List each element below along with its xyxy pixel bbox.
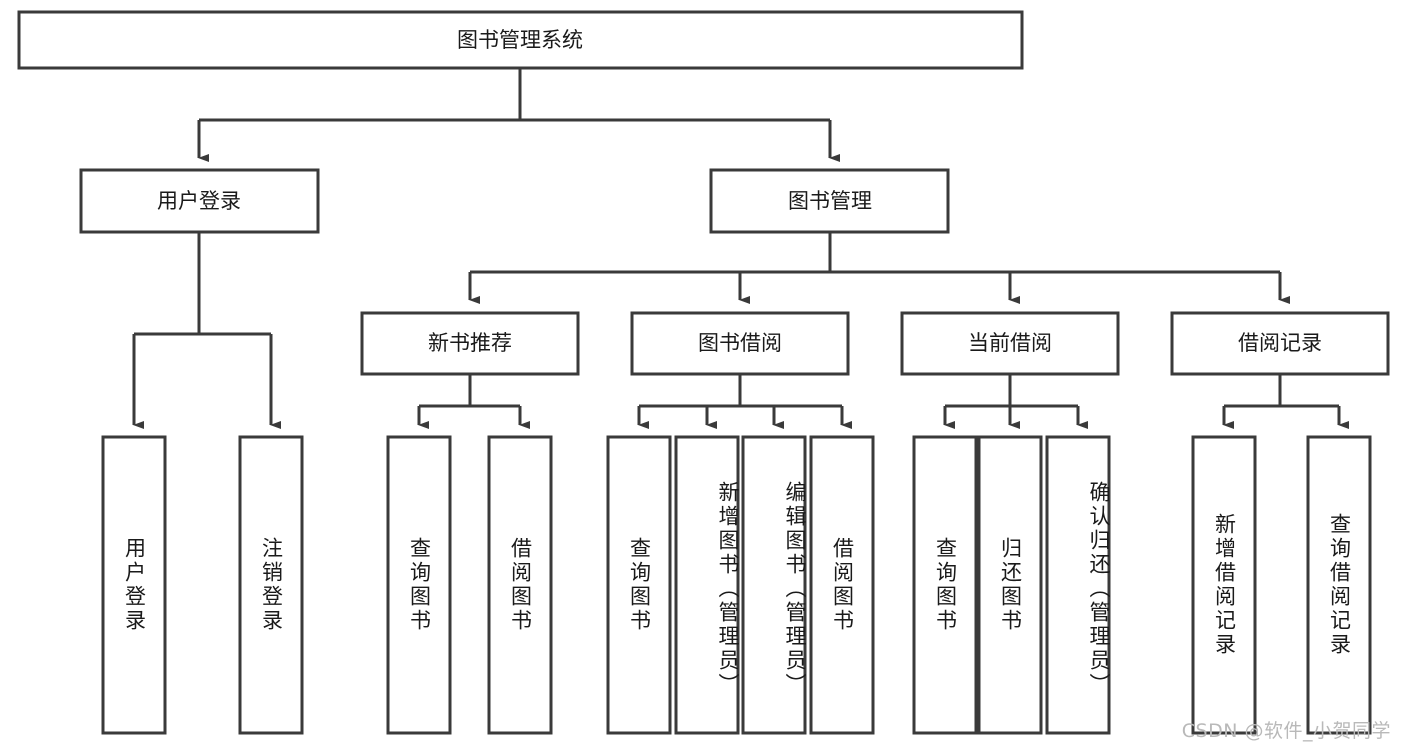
leaf-box-query-book-2[interactable] (606, 435, 672, 735)
node-book-manage[interactable]: 图书管理 (709, 168, 950, 234)
connector-group-current-borrow (943, 374, 1088, 429)
leaf-box-borrow-book-1[interactable] (487, 435, 553, 735)
leaf-box-user-logout[interactable] (238, 435, 304, 735)
connector-group-user-login (132, 232, 281, 429)
leaf-box-query-book-1[interactable] (386, 435, 452, 735)
leaf-box-query-book-3[interactable] (912, 435, 978, 735)
connector-group-borrow-record (1222, 374, 1349, 429)
node-root-box[interactable] (17, 10, 1024, 70)
node-current-borrow[interactable]: 当前借阅 (900, 311, 1120, 376)
node-new-book-recommend-box[interactable] (360, 311, 580, 376)
csdn-watermark: CSDN @软件_小贺同学 (1181, 720, 1391, 742)
node-current-borrow-label: 当前借阅 (968, 331, 1052, 355)
connector-group-new-book-recommend (417, 374, 530, 429)
node-user-login[interactable]: 用户登录 (79, 168, 320, 234)
connector-group-root (197, 68, 840, 162)
node-new-book-recommend[interactable]: 新书推荐 (360, 311, 580, 376)
node-user-login-label: 用户登录 (157, 189, 241, 213)
leaf-box-add-record[interactable] (1191, 435, 1257, 735)
node-borrow-record-box[interactable] (1170, 311, 1390, 376)
node-book-manage-box[interactable] (709, 168, 950, 234)
leaf-box-return-book[interactable] (977, 435, 1043, 735)
leaf-box-borrow-book-2[interactable] (809, 435, 875, 735)
node-borrow-record-label: 借阅记录 (1238, 331, 1322, 355)
node-new-book-recommend-label: 新书推荐 (428, 331, 512, 355)
connector-group-book-borrow (637, 374, 852, 429)
node-current-borrow-box[interactable] (900, 311, 1120, 376)
leaf-box-query-record[interactable] (1306, 435, 1372, 735)
node-root-label: 图书管理系统 (457, 28, 583, 52)
leaf-boxes (101, 435, 1372, 735)
node-book-manage-label: 图书管理 (788, 189, 872, 213)
node-book-borrow-box[interactable] (630, 311, 850, 376)
leaf-box-confirm-return[interactable] (1045, 435, 1111, 735)
leaf-box-edit-book[interactable] (741, 435, 807, 735)
leaf-box-add-book[interactable] (674, 435, 740, 735)
node-borrow-record[interactable]: 借阅记录 (1170, 311, 1390, 376)
node-root[interactable]: 图书管理系统 (17, 10, 1024, 70)
node-book-borrow[interactable]: 图书借阅 (630, 311, 850, 376)
leaf-box-user-login[interactable] (101, 435, 167, 735)
node-book-borrow-label: 图书借阅 (698, 331, 782, 355)
connector-group-book-manage (468, 232, 1290, 304)
node-user-login-box[interactable] (79, 168, 320, 234)
